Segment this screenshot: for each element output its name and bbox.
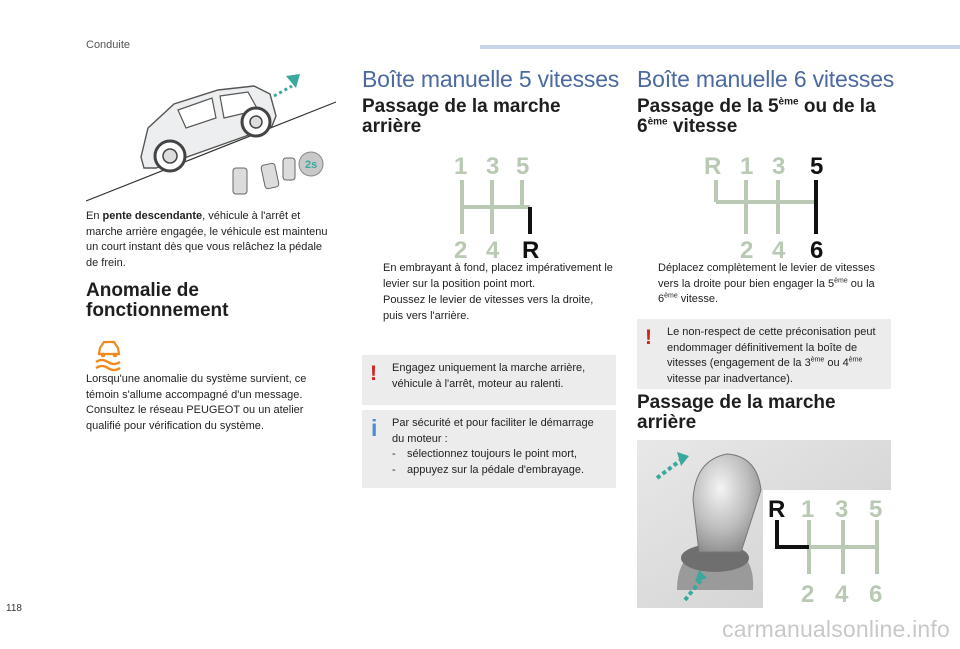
section-label: Conduite xyxy=(86,39,131,51)
list-item: - appuyez sur la pédale d'embrayage. xyxy=(392,463,584,476)
gear-6-label-4: 4 xyxy=(772,237,786,262)
gear-lever-illustration: R 1 3 5 2 4 6 xyxy=(637,440,891,608)
list-item: - sélectionnez toujours le point mort, xyxy=(392,448,577,460)
anomaly-text: Lorsqu'une anomalie du système survient,… xyxy=(86,373,307,432)
warning-icon: ! xyxy=(645,326,652,349)
list-item: Poussez le levier de vitesses vers la dr… xyxy=(383,294,594,322)
gear-pattern-6-speed: R 1 3 5 2 4 6 xyxy=(704,153,823,262)
lever-gear-label-1: 1 xyxy=(801,496,814,523)
warning-note-reverse: ! Engagez uniquement la marche arrière, … xyxy=(362,355,616,405)
gear-6-label-3: 3 xyxy=(772,153,785,180)
gear-6-label-6: 6 xyxy=(810,237,823,262)
lever-gear-label-5: 5 xyxy=(869,496,882,523)
fifth-sixth-heading: Passage de la 5ème ou de la 6ème vitesse xyxy=(637,96,876,137)
gear-5-label-r: R xyxy=(522,237,539,262)
header-bar xyxy=(480,45,960,49)
info-icon: i xyxy=(371,415,378,441)
downhill-description: En pente descendante, véhicule à l'arrêt… xyxy=(86,210,328,269)
car-on-slope-illustration: 2s xyxy=(86,74,337,202)
gear-5-label-5: 5 xyxy=(516,153,529,180)
lever-gear-label-r: R xyxy=(768,496,785,523)
gear-6-label-5: 5 xyxy=(810,153,823,180)
info-note-start: i Par sécurité et pour faciliter le déma… xyxy=(362,410,616,488)
gearbox-5-title: Boîte manuelle 5 vitesses xyxy=(362,66,620,92)
gear-6-label-r: R xyxy=(704,153,721,180)
gear-6-label-2: 2 xyxy=(740,237,753,262)
reverse-5-steps: En embrayant à fond, placez impérativeme… xyxy=(364,261,616,325)
warning-note-gearbox: ! Le non-respect de cette préconisation … xyxy=(637,319,891,389)
lever-gear-label-3: 3 xyxy=(835,496,848,523)
gear-5-label-1: 1 xyxy=(454,153,467,180)
reverse-5-heading: Passage de la marche arrière xyxy=(362,96,561,137)
gear-5-label-3: 3 xyxy=(486,153,499,180)
gear-pattern-5-speed: 1 3 5 2 4 R xyxy=(454,153,539,262)
timer-badge: 2s xyxy=(305,159,317,171)
lever-gear-label-2: 2 xyxy=(801,581,814,608)
hill-assist-warning-icon xyxy=(95,340,121,372)
reverse-6-heading: Passage de la marche arrière xyxy=(637,392,836,433)
downhill-emphasis: pente descendante xyxy=(102,210,203,222)
gear-6-label-1: 1 xyxy=(740,153,753,180)
page-number: 118 xyxy=(6,603,22,614)
list-item: En embrayant à fond, placez impérativeme… xyxy=(383,262,613,290)
list-item: Déplacez complètement le levier de vites… xyxy=(658,262,876,305)
gear-5-label-2: 2 xyxy=(454,237,467,262)
lever-gear-label-4: 4 xyxy=(835,581,849,608)
watermark[interactable]: carmanualsonline.info xyxy=(722,616,950,642)
lever-gear-label-6: 6 xyxy=(869,581,882,608)
warning-icon: ! xyxy=(370,362,377,385)
fifth-sixth-steps: Déplacez complètement le levier de vites… xyxy=(639,261,891,309)
gearbox-6-title: Boîte manuelle 6 vitesses xyxy=(637,66,895,92)
anomaly-heading: Anomalie de fonctionnement xyxy=(86,280,229,321)
gear-5-label-4: 4 xyxy=(486,237,500,262)
